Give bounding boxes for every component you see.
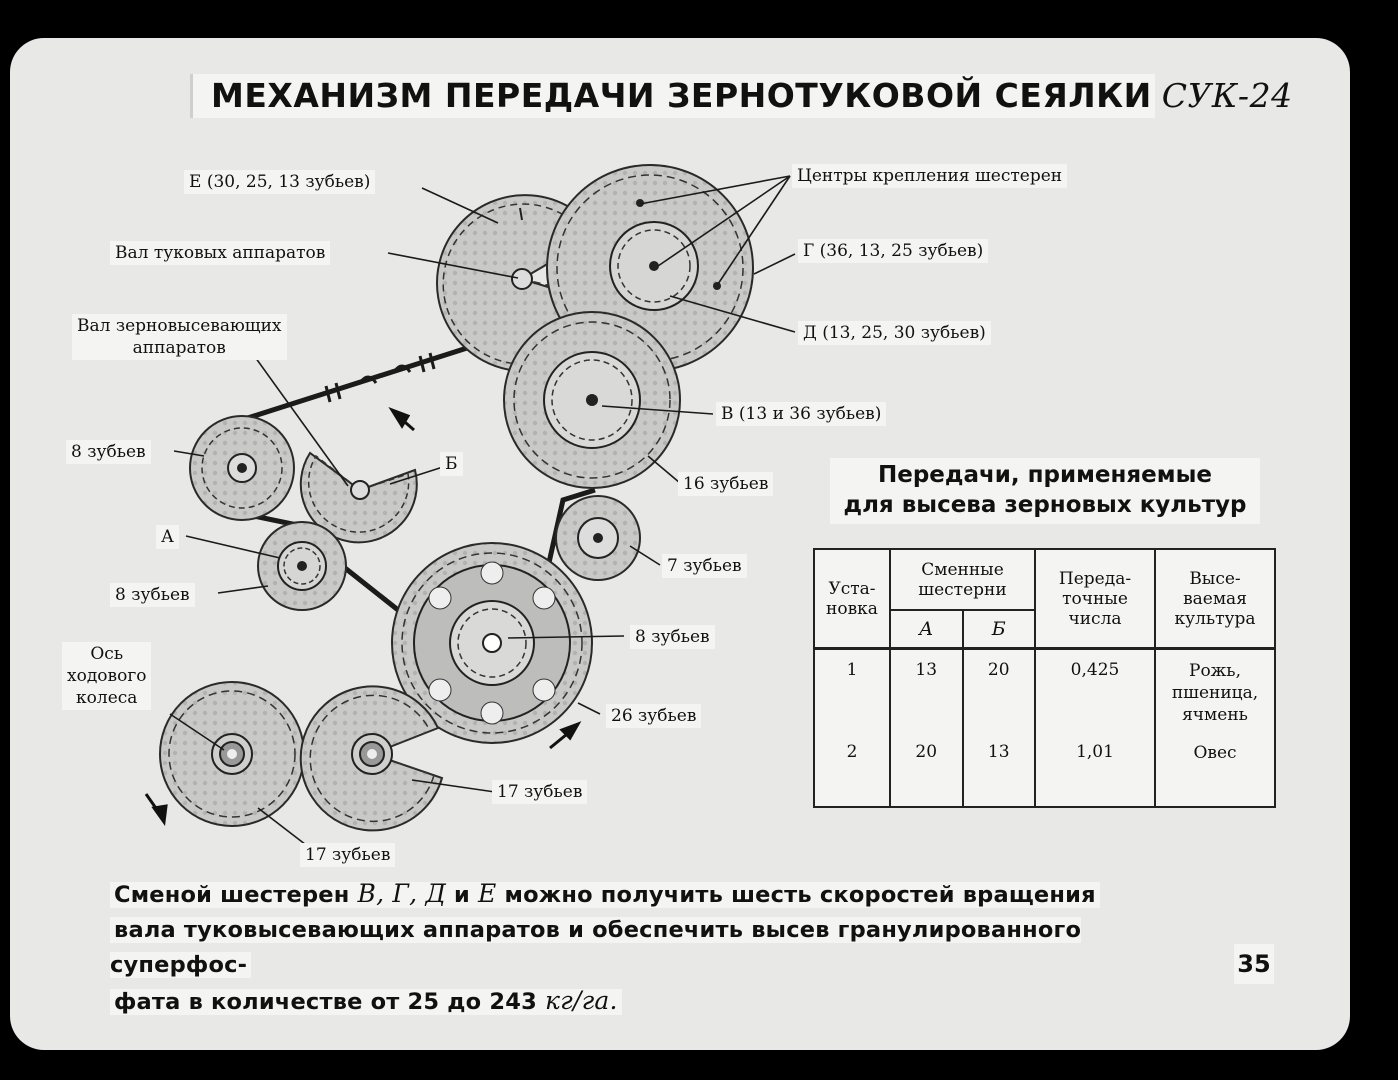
- caption: Сменой шестерен В, Г, Д и Е можно получи…: [110, 876, 1230, 1020]
- header-setting: Уста- новка: [813, 548, 891, 650]
- gear-ratio-table: Уста- новка Сменные шестерни Переда- точ…: [813, 547, 1276, 809]
- label-gear-d: Д (13, 25, 30 зубьев): [798, 321, 991, 345]
- label-teeth-8-top: 8 зубьев: [66, 440, 151, 464]
- label-teeth-8-left: 8 зубьев: [110, 583, 195, 607]
- label-teeth-8-mid: 8 зубьев: [630, 625, 715, 649]
- cell-setting: 1 2: [813, 647, 891, 809]
- label-gear-v: В (13 и 36 зубьев): [716, 402, 887, 426]
- label-teeth-7: 7 зубьев: [662, 554, 747, 578]
- label-gear-a: А: [156, 525, 179, 549]
- header-crop: Высе- ваемая культура: [1154, 548, 1276, 650]
- header-gears: Сменные шестерни: [889, 547, 1036, 612]
- table-title: Передачи, применяемые для высева зерновы…: [830, 458, 1260, 524]
- label-axle: Ось ходового колеса: [62, 642, 152, 710]
- label-gear-b: Б: [440, 452, 463, 476]
- label-teeth-16: 16 зубьев: [678, 472, 774, 496]
- sprocket-8-top: [189, 415, 295, 521]
- label-fertilizer-shaft: Вал туковых аппаратов: [110, 241, 331, 265]
- header-ratio: Переда- точные числа: [1034, 548, 1156, 650]
- gear-17-right: [299, 685, 444, 832]
- gear-a: [257, 521, 347, 611]
- caption-line-1: Сменой шестерен В, Г, Д и Е можно получи…: [110, 876, 1230, 913]
- gear-v: [503, 311, 681, 489]
- sprocket-7: [555, 495, 641, 581]
- header-gear-a: А: [889, 609, 964, 650]
- label-gear-g: Г (36, 13, 25 зубьев): [798, 239, 989, 263]
- label-seed-shaft: Вал зерновысевающих аппаратов: [72, 314, 287, 360]
- header-gear-b: Б: [961, 609, 1036, 650]
- caption-line-2: вала туковысевающих аппаратов и обеспечи…: [110, 917, 1082, 978]
- gear-b: [299, 451, 418, 544]
- title-model: СУК-24: [1161, 76, 1293, 115]
- cell-crop: Рожь, пшеница, ячмень Овес: [1154, 647, 1276, 809]
- leader-lines: [169, 175, 796, 849]
- cell-gear-a: 13 20: [889, 647, 964, 809]
- label-centers: Центры крепления шестерен: [792, 164, 1068, 188]
- table-header-row: Уста- новка Сменные шестерни Переда- точ…: [813, 547, 1276, 650]
- label-teeth-17-right: 17 зубьев: [492, 780, 588, 804]
- caption-line-3: фата в количестве от 25 до 243 кг/га.: [110, 983, 1230, 1020]
- label-teeth-17-bottom: 17 зубьев: [300, 843, 396, 867]
- table-subheader-row: А Б: [814, 609, 1275, 650]
- label-teeth-26: 26 зубьев: [606, 704, 702, 728]
- label-gear-e: Е (30, 25, 13 зубьев): [184, 170, 376, 194]
- cell-gear-b: 20 13: [961, 647, 1036, 809]
- gear-diagram: [144, 164, 796, 849]
- table-row: 1 2 13 20 20 13 0,425 1,01 Рожь, пшеница…: [813, 647, 1276, 809]
- page-number: 35: [1234, 944, 1274, 984]
- gear-26: [391, 542, 593, 744]
- gear-17-left: [159, 681, 305, 827]
- chain-couplings: [324, 352, 436, 403]
- direction-arrows: [144, 407, 582, 826]
- title-main: МЕХАНИЗМ ПЕРЕДАЧИ ЗЕРНОТУКОВОЙ СЕЯЛКИ: [211, 76, 1152, 115]
- cell-ratio: 0,425 1,01: [1034, 647, 1156, 809]
